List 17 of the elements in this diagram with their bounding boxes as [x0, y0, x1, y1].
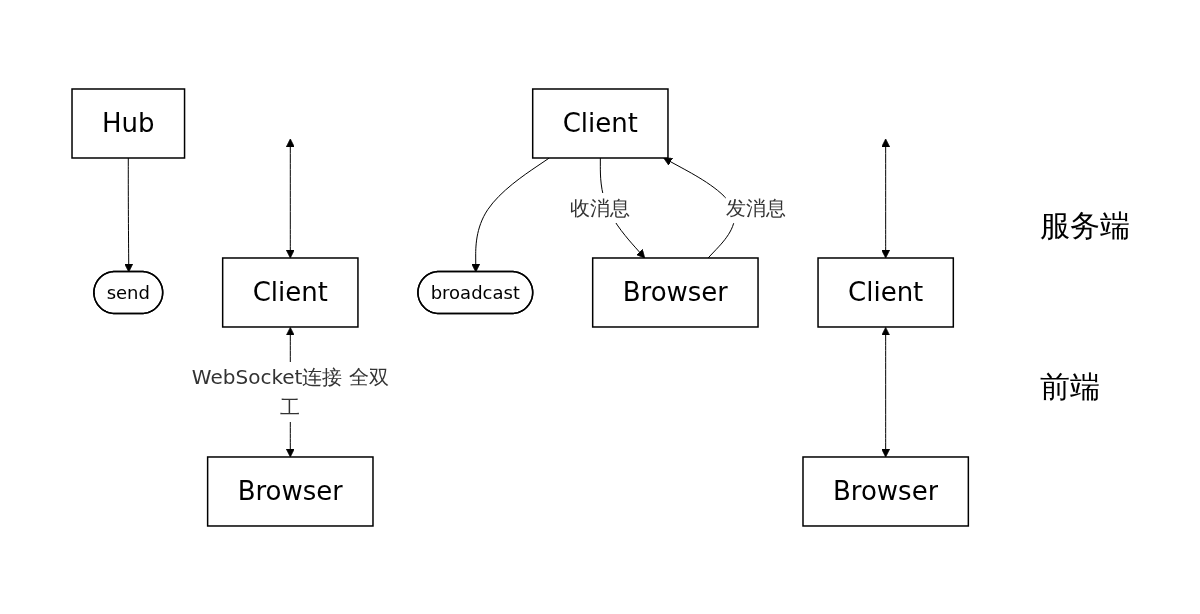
node-box: Hub: [71, 87, 186, 159]
edge-label: WebSocket连接 全双工: [191, 364, 389, 419]
arrow: [471, 157, 550, 272]
edge-label: 收消息: [570, 195, 631, 220]
arrow: [285, 138, 295, 258]
node-box: Client: [817, 256, 954, 328]
node-box: Client: [531, 87, 669, 159]
side-label: 前端: [1040, 368, 1101, 406]
node-box: Browser: [206, 455, 374, 527]
arrow: [881, 326, 890, 457]
arrow: [881, 138, 890, 258]
node-box: Client: [221, 256, 359, 328]
node-box: Browser: [802, 455, 969, 527]
side-label: 服务端: [1040, 207, 1131, 245]
node-box: Browser: [591, 256, 759, 328]
arrow: [124, 157, 133, 272]
edge-label: 发消息: [725, 195, 786, 220]
